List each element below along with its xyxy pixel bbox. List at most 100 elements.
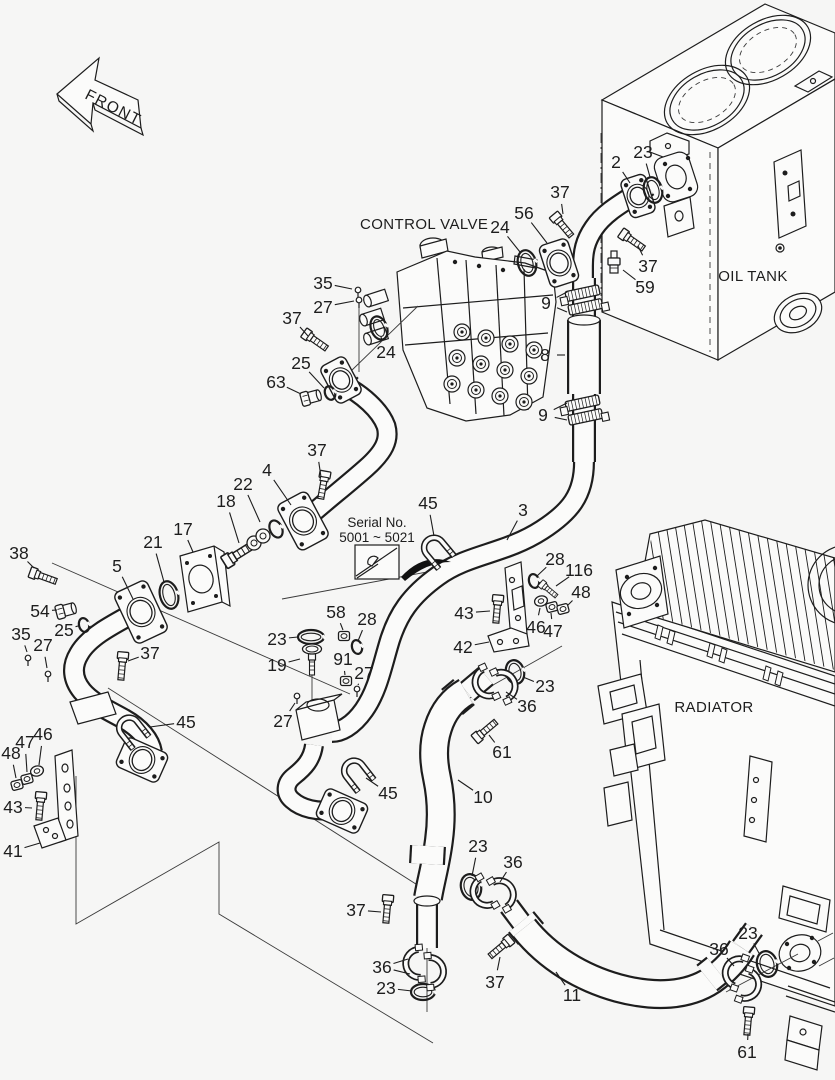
callout-37: 37 <box>307 440 326 460</box>
washer-part <box>533 595 549 607</box>
callout-5: 5 <box>112 556 122 576</box>
callout-27: 27 <box>313 297 332 317</box>
callout-25: 25 <box>54 620 73 640</box>
callout-4: 4 <box>262 460 272 480</box>
callout-61: 61 <box>492 742 511 762</box>
callout-46: 46 <box>526 617 545 637</box>
callout-35: 35 <box>313 273 332 293</box>
bracket-41-foot <box>33 817 67 849</box>
plug-part <box>299 389 322 407</box>
oring-part <box>296 628 327 646</box>
callout-37: 37 <box>140 643 159 663</box>
callout-61: 61 <box>737 1042 756 1062</box>
callout-10: 10 <box>473 787 493 807</box>
flange-part <box>277 491 329 551</box>
callout-8: 8 <box>540 345 550 365</box>
breather-part <box>301 643 323 676</box>
callout-116: 116 <box>565 560 593 580</box>
callout-47: 47 <box>543 621 562 641</box>
oil-tank <box>600 3 835 362</box>
radiator-hose-flange <box>778 934 822 972</box>
callout-41: 41 <box>3 841 22 861</box>
serial-no-line1: Serial No. <box>347 515 406 530</box>
bolt-part <box>491 594 505 624</box>
oring-part <box>516 249 539 277</box>
oring-part <box>268 519 284 539</box>
radiator-label: RADIATOR <box>674 699 753 716</box>
callout-59: 59 <box>635 277 654 297</box>
nut-part <box>337 630 351 642</box>
bolt-part <box>27 566 59 586</box>
flange-part <box>538 238 580 288</box>
oil-tank-label: OIL TANK <box>718 268 788 285</box>
callout-19: 19 <box>267 655 286 675</box>
callout-43: 43 <box>454 603 473 623</box>
callout-36: 36 <box>709 939 728 959</box>
bracket-42-foot <box>487 627 530 653</box>
washer-part <box>29 765 45 777</box>
callout-27: 27 <box>33 635 52 655</box>
callout-28: 28 <box>357 609 376 629</box>
callout-36: 36 <box>503 852 522 872</box>
blocks <box>33 545 530 849</box>
bolt-part <box>537 579 559 599</box>
callout-36: 36 <box>372 957 391 977</box>
hose-8-top-rim <box>567 314 601 326</box>
ubolt-part <box>420 534 457 571</box>
ubolt-part <box>115 714 152 751</box>
callout-23: 23 <box>376 978 395 998</box>
bracket-41 <box>54 749 79 843</box>
bolt-part <box>470 718 499 745</box>
oring-part <box>642 176 665 204</box>
callout-46: 46 <box>33 724 52 744</box>
flange-part <box>315 788 369 834</box>
pipe-10-end-rim <box>413 895 441 907</box>
pin-part <box>355 296 363 308</box>
callout-25: 25 <box>291 353 310 373</box>
pin-part <box>354 286 362 298</box>
oring-part <box>77 617 92 633</box>
oring-part <box>409 982 438 1002</box>
pin-part <box>353 685 361 697</box>
callout-45: 45 <box>176 712 195 732</box>
sensor-part <box>607 250 621 274</box>
callout-58: 58 <box>326 602 345 622</box>
bolt-part <box>548 210 575 239</box>
front-arrow: FRONT <box>56 56 144 137</box>
callout-23: 23 <box>267 629 286 649</box>
callout-17: 17 <box>173 519 192 539</box>
callout-38: 38 <box>9 543 28 563</box>
callout-27: 27 <box>354 663 373 683</box>
oring-part <box>158 580 181 610</box>
clamp36-part <box>402 943 447 992</box>
callout-9: 9 <box>538 405 548 425</box>
callout-3: 3 <box>518 500 528 520</box>
callout-23: 23 <box>535 676 554 696</box>
callout-48: 48 <box>571 582 590 602</box>
bolt-part <box>487 933 516 960</box>
callout-91: 91 <box>333 649 352 669</box>
clamp36-part <box>469 872 517 914</box>
nut-part <box>339 675 353 687</box>
pipe5-base-plate <box>69 691 117 725</box>
callout-42: 42 <box>453 637 472 657</box>
pin-part <box>24 654 32 666</box>
oring-part <box>527 573 542 589</box>
bolt-part <box>617 227 647 252</box>
callout-47: 47 <box>15 732 34 752</box>
callout-18: 18 <box>216 491 235 511</box>
grommet-part <box>255 528 271 544</box>
pin-part <box>293 692 301 704</box>
callout-23: 23 <box>738 923 757 943</box>
callout-45: 45 <box>418 493 437 513</box>
serial-pointer-arrow <box>401 559 451 581</box>
tank-ring <box>724 14 812 86</box>
callout-24: 24 <box>376 342 396 362</box>
clamp36-part <box>721 953 763 1004</box>
callout-37: 37 <box>485 972 504 992</box>
plug-part <box>54 602 77 620</box>
nut-part <box>556 603 570 615</box>
callout-9: 9 <box>541 293 551 313</box>
callout-37: 37 <box>282 308 301 328</box>
